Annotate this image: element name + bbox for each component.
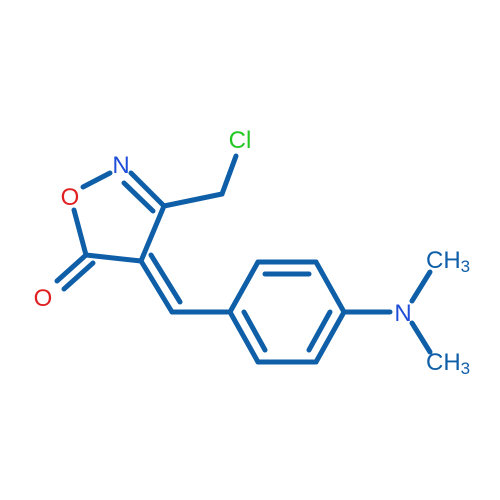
atom-ch3-bottom: CH3 (426, 349, 470, 378)
bond-ch2-cl (219, 153, 239, 197)
bond-carbonyl-2 (61, 260, 96, 292)
bond-ar-4 (313, 309, 347, 365)
atom-n-amine: N (394, 300, 411, 327)
bond-c4-c5 (83, 252, 144, 264)
bond-c5-o (71, 207, 89, 258)
bond-n-c3-double (121, 180, 156, 214)
bond-ar-6-inner (241, 309, 268, 353)
bond-ar-6 (227, 309, 261, 365)
bond-carbonyl-1 (54, 252, 89, 284)
bond-c3-c4 (138, 203, 167, 264)
bond-n-me1 (409, 269, 433, 304)
bond-c3-ch2 (161, 191, 225, 209)
bond-exo-2 (148, 252, 183, 305)
bond-n-c3 (128, 170, 167, 209)
bond-ar-3 (313, 259, 347, 315)
atom-o-carbonyl: O (34, 285, 53, 312)
bond-ar-1 (227, 259, 261, 315)
bond-o-n (80, 170, 113, 190)
atom-ch3-top: CH3 (426, 247, 470, 276)
bond-n-me2 (409, 320, 433, 355)
atom-n-ring: N (112, 152, 129, 179)
bond-exo-1 (138, 258, 175, 315)
bond-ar-4-inner (306, 309, 333, 353)
atom-o-ring: O (61, 184, 80, 211)
atom-cl: Cl (229, 127, 252, 154)
